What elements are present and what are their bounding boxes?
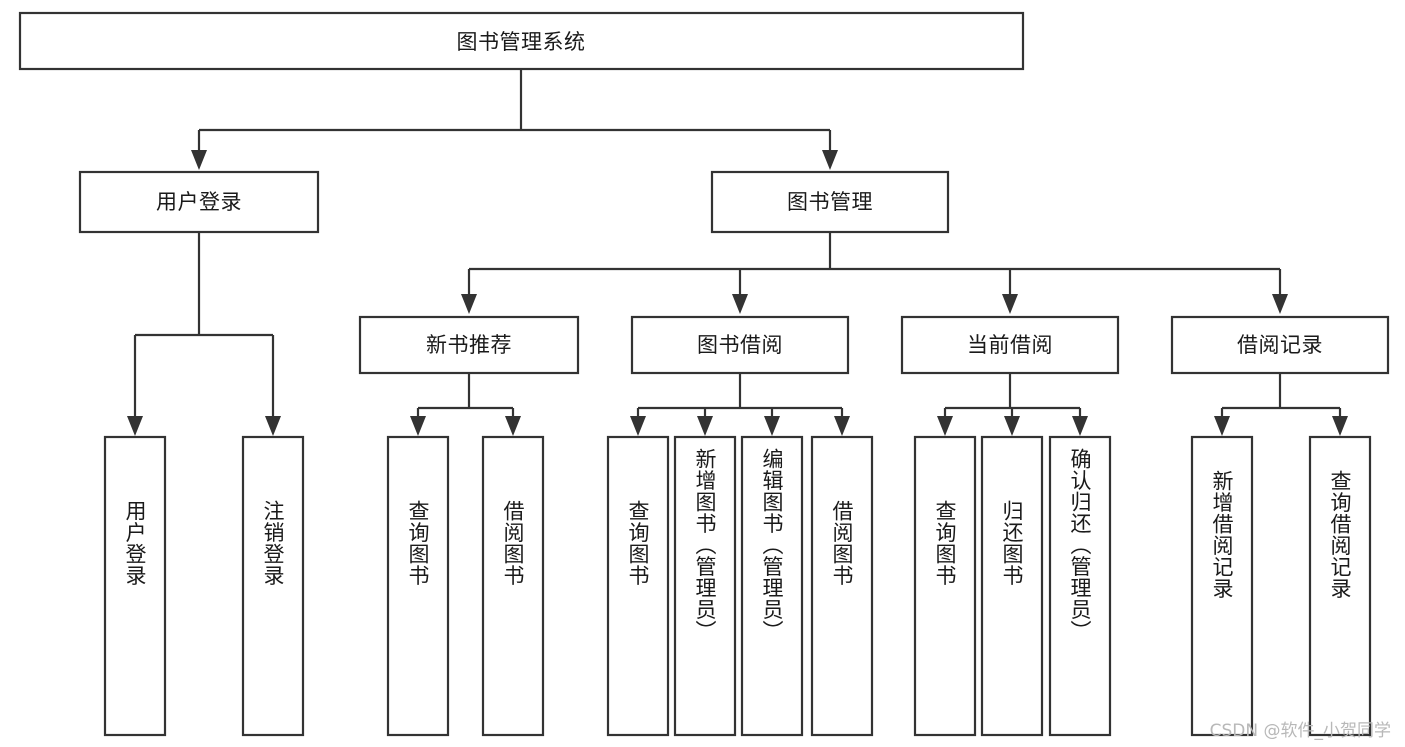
leaf-query-record-label: 查询借阅记录: [1328, 470, 1352, 599]
connector-root-to-level2: [191, 69, 838, 170]
arrow-to-leaf-add-book: [697, 416, 713, 436]
leaf-borrow-book-2[interactable]: 借阅图书: [810, 435, 874, 737]
arrow-to-leaf-return-book: [1004, 416, 1020, 436]
arrow-to-leaf-borrow-book-1: [505, 416, 521, 436]
leaf-query-book-2[interactable]: 查询图书: [606, 435, 670, 737]
new-book-recommend-box[interactable]: [358, 315, 580, 375]
leaf-query-record-box[interactable]: [1308, 435, 1372, 737]
leaf-add-book-label: 新增图书（管理员）: [693, 448, 717, 642]
leaf-confirm-return-label: 确认归还（管理员）: [1068, 448, 1092, 642]
arrow-to-leaf-confirm-return: [1072, 416, 1088, 436]
leaf-query-book-2-label: 查询图书: [626, 500, 650, 586]
leaf-return-book[interactable]: 归还图书: [980, 435, 1044, 737]
leaf-query-book-3-box[interactable]: [913, 435, 977, 737]
node-user-login[interactable]: 用户登录: [78, 170, 320, 234]
arrow-to-leaf-borrow-book-2: [834, 416, 850, 436]
leaf-borrow-book-2-box[interactable]: [810, 435, 874, 737]
book-manage-label: 图书管理: [787, 190, 873, 214]
leaf-borrow-book-1[interactable]: 借阅图书: [481, 435, 545, 737]
leaf-query-book-3-label: 查询图书: [933, 500, 957, 586]
leaf-add-book-box[interactable]: [673, 435, 737, 737]
leaf-edit-book-label: 编辑图书（管理员）: [760, 448, 784, 642]
leaf-user-login-box[interactable]: [103, 435, 167, 737]
arrow-to-book-manage: [822, 150, 838, 170]
connector-user-login-to-leaves: [127, 232, 281, 436]
user-login-label: 用户登录: [156, 190, 242, 214]
leaf-confirm-return[interactable]: 确认归还（管理员）: [1048, 435, 1112, 737]
leaf-user-login-label: 用户登录: [123, 500, 147, 586]
leaf-query-book-1-label: 查询图书: [406, 500, 430, 586]
connector-book-manage-to-level3: [461, 232, 1288, 314]
leaf-query-book-3[interactable]: 查询图书: [913, 435, 977, 737]
leaf-user-login[interactable]: 用户登录: [103, 435, 167, 737]
arrow-to-user-login: [191, 150, 207, 170]
leaf-add-book[interactable]: 新增图书（管理员）: [673, 435, 737, 737]
node-new-book-recommend[interactable]: 新书推荐: [358, 315, 580, 375]
node-book-borrow[interactable]: 图书借阅: [630, 315, 850, 375]
connector-current-borrow-to-leaves: [937, 373, 1088, 436]
book-borrow-label: 图书借阅: [697, 333, 783, 357]
current-borrow-box[interactable]: [900, 315, 1120, 375]
leaf-return-book-box[interactable]: [980, 435, 1044, 737]
current-borrow-label: 当前借阅: [967, 333, 1053, 357]
leaf-logout-login-label: 注销登录: [261, 500, 285, 586]
leaf-edit-book-box[interactable]: [740, 435, 804, 737]
arrow-to-leaf-query-book-2: [630, 416, 646, 436]
arrow-to-new-book-recommend: [461, 294, 477, 314]
connector-borrow-record-to-leaves: [1214, 373, 1348, 436]
arrow-to-current-borrow: [1002, 294, 1018, 314]
leaf-edit-book[interactable]: 编辑图书（管理员）: [740, 435, 804, 737]
arrow-to-leaf-add-record: [1214, 416, 1230, 436]
borrow-record-box[interactable]: [1170, 315, 1390, 375]
root-label: 图书管理系统: [457, 30, 586, 54]
arrow-to-leaf-user-login: [127, 416, 143, 436]
root-box[interactable]: [18, 11, 1025, 71]
leaf-confirm-return-box[interactable]: [1048, 435, 1112, 737]
connector-book-borrow-to-leaves: [630, 373, 850, 436]
leaf-logout-login-box[interactable]: [241, 435, 305, 737]
leaf-borrow-book-1-label: 借阅图书: [501, 500, 525, 586]
arrow-to-leaf-edit-book: [764, 416, 780, 436]
arrow-to-borrow-record: [1272, 294, 1288, 314]
arrow-to-leaf-query-book-1: [410, 416, 426, 436]
leaf-logout-login[interactable]: 注销登录: [241, 435, 305, 737]
leaf-borrow-book-1-box[interactable]: [481, 435, 545, 737]
leaf-query-book-1-box[interactable]: [386, 435, 450, 737]
leaf-add-record[interactable]: 新增借阅记录: [1190, 435, 1254, 737]
arrow-to-leaf-logout-login: [265, 416, 281, 436]
new-book-recommend-label: 新书推荐: [426, 333, 512, 357]
node-current-borrow[interactable]: 当前借阅: [900, 315, 1120, 375]
borrow-record-label: 借阅记录: [1237, 333, 1323, 357]
node-borrow-record[interactable]: 借阅记录: [1170, 315, 1390, 375]
connector-new-book-recommend-to-leaves: [410, 373, 521, 436]
arrow-to-leaf-query-book-3: [937, 416, 953, 436]
arrow-to-leaf-query-record: [1332, 416, 1348, 436]
arrow-to-book-borrow: [732, 294, 748, 314]
node-root[interactable]: 图书管理系统: [18, 11, 1025, 71]
leaf-query-book-2-box[interactable]: [606, 435, 670, 737]
leaf-borrow-book-2-label: 借阅图书: [830, 500, 854, 586]
leaf-add-record-box[interactable]: [1190, 435, 1254, 737]
leaf-return-book-label: 归还图书: [1000, 500, 1024, 586]
leaf-add-record-label: 新增借阅记录: [1210, 470, 1234, 599]
leaf-query-book-1[interactable]: 查询图书: [386, 435, 450, 737]
node-book-manage[interactable]: 图书管理: [710, 170, 950, 234]
leaf-query-record[interactable]: 查询借阅记录: [1308, 435, 1372, 737]
book-manage-box[interactable]: [710, 170, 950, 234]
book-borrow-box[interactable]: [630, 315, 850, 375]
